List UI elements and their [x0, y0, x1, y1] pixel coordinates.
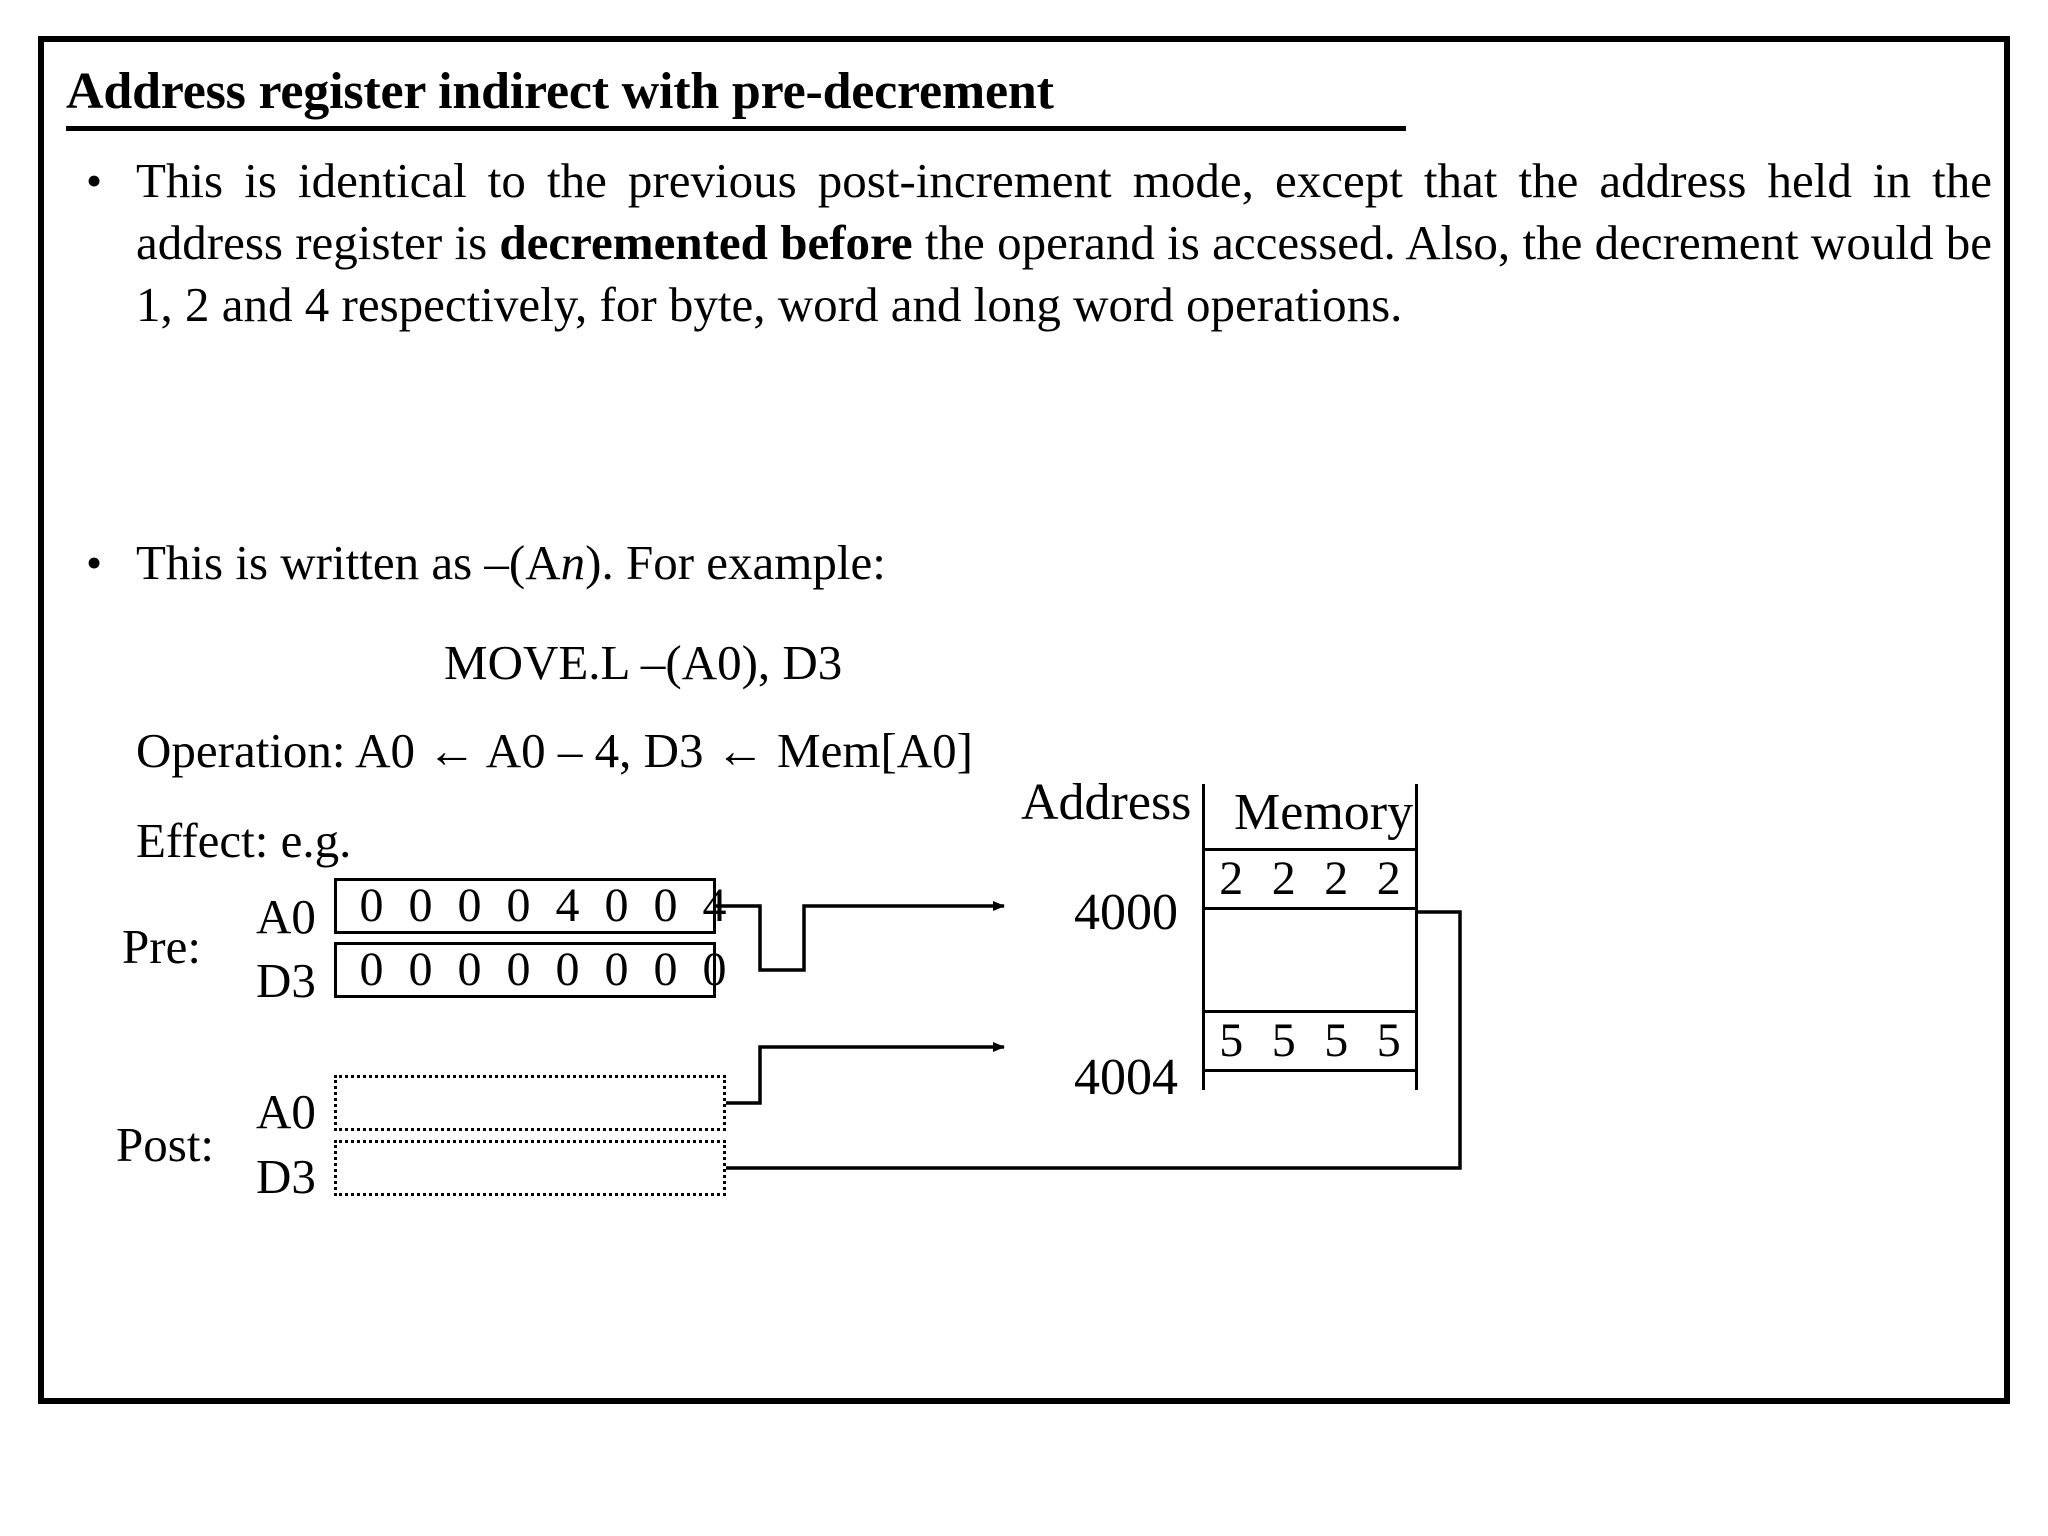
- register-name-d3-pre: D3: [256, 953, 316, 1008]
- bullet-1-emphasis: decremented before: [499, 215, 913, 270]
- digit: 0: [653, 879, 678, 932]
- register-name-a0-pre: A0: [256, 889, 316, 944]
- digit: 0: [555, 943, 580, 996]
- memory-row-empty: [1205, 910, 1415, 1010]
- pre-label: Pre:: [122, 919, 201, 974]
- digit: 0: [604, 943, 629, 996]
- register-name-d3-post: D3: [256, 1149, 316, 1204]
- bullet-1-part-1: This is identical to the previous post-i…: [136, 153, 1992, 270]
- page-title: Address register indirect with pre-decre…: [66, 63, 1054, 120]
- digit: 0: [359, 943, 384, 996]
- digit: 0: [702, 943, 727, 996]
- digit: 0: [604, 879, 629, 932]
- memory-cell: 2: [1271, 852, 1296, 905]
- memory-column-header: Memory: [1234, 784, 1414, 841]
- register-box-d3-post: [334, 1140, 726, 1196]
- memory-cell: 2: [1219, 852, 1244, 905]
- digit: 0: [506, 879, 531, 932]
- memory-row-4004: 5 5 5 5: [1205, 1010, 1415, 1072]
- memory-cell: 5: [1271, 1014, 1296, 1067]
- memory-cell: 2: [1376, 852, 1401, 905]
- memory-row-4000: 2 2 2 2: [1205, 848, 1415, 910]
- slide-frame: Address register indirect with pre-decre…: [38, 36, 2010, 1404]
- memory-cell: 5: [1219, 1014, 1244, 1067]
- digit: 0: [506, 943, 531, 996]
- bullet-text-2: This is written as –(An). For example:: [136, 532, 1456, 594]
- digit: 0: [653, 943, 678, 996]
- bullet-text-1: This is identical to the previous post-i…: [136, 150, 1992, 336]
- bullet-1-part-3: the operand is accessed. Also, the decre…: [136, 215, 1992, 332]
- digit: 4: [555, 879, 580, 932]
- post-label: Post:: [116, 1117, 215, 1172]
- digit: 0: [359, 879, 384, 932]
- memory-address-4000: 4000: [1074, 884, 1178, 941]
- memory-cell: 5: [1376, 1014, 1401, 1067]
- address-column-header: Address: [1021, 774, 1192, 831]
- register-name-a0-post: A0: [256, 1084, 316, 1139]
- bullet-2-part-1: This is written as –(A: [136, 535, 561, 590]
- register-digits-d3-pre: 0 0 0 0 0 0 0 0: [347, 946, 739, 994]
- effect-line: Effect: e.g.: [136, 813, 352, 868]
- register-box-d3-pre: 0 0 0 0 0 0 0 0: [334, 942, 727, 998]
- memory-table: 2 2 2 2 5 5 5 5: [1202, 784, 1418, 1090]
- arrow-a0-pre-to-4000: [716, 901, 1005, 972]
- bullet-item-1: • This is identical to the previous post…: [78, 150, 1998, 336]
- bullet-marker-icon-2: •: [86, 537, 103, 588]
- register-box-a0-pre: 0 0 0 0 4 0 0 4: [334, 878, 727, 934]
- instruction-line: MOVE.L –(A0), D3: [444, 635, 843, 690]
- digit: 0: [408, 943, 433, 996]
- bullet-2-register-index: n: [560, 535, 586, 590]
- register-digits-a0-pre: 0 0 0 0 4 0 0 4: [347, 882, 739, 930]
- bullet-2-part-3: ). For example:: [585, 535, 886, 590]
- bullet-marker-icon: •: [86, 155, 103, 206]
- arrow-a0-post-to-4004: [726, 1042, 1005, 1105]
- digit: 0: [408, 879, 433, 932]
- operation-line: Operation: A0 ← A0 – 4, D3 ← Mem[A0]: [136, 723, 973, 778]
- digit: 0: [457, 879, 482, 932]
- memory-address-4004: 4004: [1074, 1049, 1178, 1106]
- title-underline: [66, 126, 1406, 131]
- memory-cell: 2: [1324, 852, 1349, 905]
- digit: 0: [457, 943, 482, 996]
- memory-cell: 5: [1324, 1014, 1349, 1067]
- digit: 4: [702, 879, 727, 932]
- register-box-a0-post: [334, 1075, 726, 1131]
- bullet-item-2: • This is written as –(An). For example:: [78, 532, 1478, 594]
